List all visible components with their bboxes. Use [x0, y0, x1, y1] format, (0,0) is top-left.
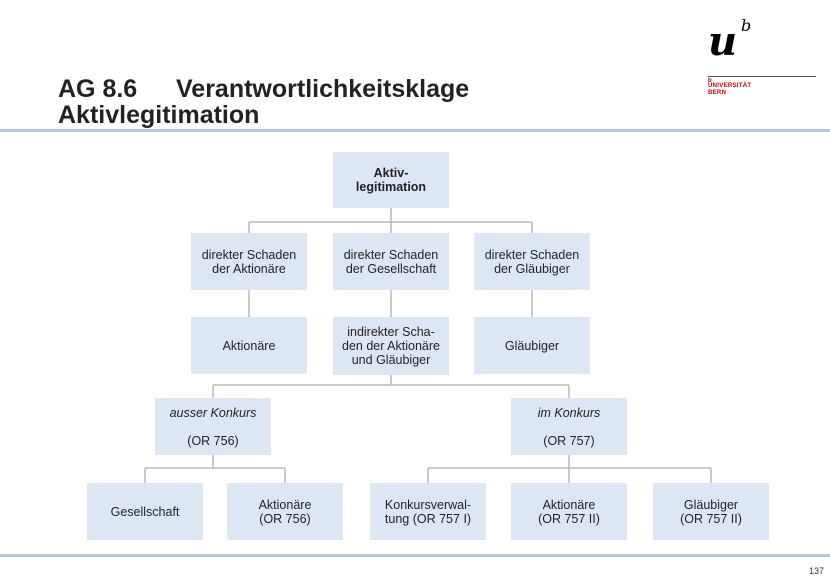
logo-line2: BERN [708, 90, 727, 96]
outside-bankruptcy-ref: (OR 756) [187, 433, 239, 448]
node-indirect-damage: indirekter Scha- den der Aktionäre und G… [333, 317, 449, 375]
leaf-shareholders-756: Aktionäre (OR 756) [227, 483, 343, 540]
node-direct-damage-company: direkter Schaden der Gesellschaft [333, 233, 449, 290]
leaf-bankruptcy-administration: Konkursverwal- tung (OR 757 I) [370, 483, 486, 540]
logo-superscript: b [741, 16, 752, 35]
node-outside-bankruptcy: ausser Konkurs (OR 756) [155, 398, 271, 455]
page-number: 137 [808, 566, 824, 576]
logo-line1: UNIVERSITÄT [708, 83, 752, 89]
outside-bankruptcy-label: ausser Konkurs [169, 405, 257, 420]
page-title: AG 8.6 Verantwortlichkeitsklage Aktivlegi… [58, 76, 469, 128]
footer-divider [0, 554, 830, 557]
node-direct-damage-creditors: direkter Schaden der Gläubiger [474, 233, 590, 290]
node-in-bankruptcy: im Konkurs (OR 757) [511, 398, 627, 455]
node-aktivlegitimation: Aktiv- legitimation [333, 152, 449, 208]
node-direct-damage-shareholders: direkter Schaden der Aktionäre [191, 233, 307, 290]
leaf-company: Gesellschaft [87, 483, 203, 540]
header-divider [0, 129, 830, 132]
logo-text: UNIVERSITÄT BERN [708, 83, 751, 97]
logo-small-b: b [708, 78, 712, 84]
leaf-shareholders-757: Aktionäre (OR 757 II) [511, 483, 627, 540]
logo-divider [708, 76, 816, 77]
node-shareholders: Aktionäre [191, 317, 307, 374]
title-main: Verantwortlichkeitsklage [176, 75, 470, 103]
title-number: AG 8.6 [58, 75, 138, 103]
in-bankruptcy-ref: (OR 757) [543, 433, 595, 448]
logo-letter: u [708, 18, 738, 65]
leaf-creditors-757: Gläubiger (OR 757 II) [653, 483, 769, 540]
node-creditors: Gläubiger [474, 317, 590, 374]
title-subtitle: Aktivlegitimation [58, 101, 260, 129]
in-bankruptcy-label: im Konkurs [537, 405, 601, 420]
